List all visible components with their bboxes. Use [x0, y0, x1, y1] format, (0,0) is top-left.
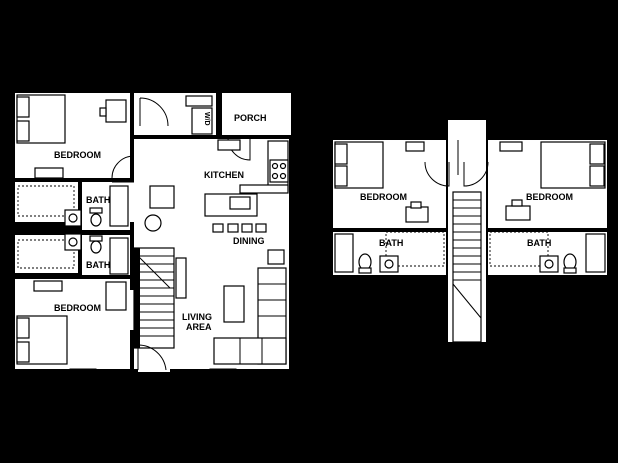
label-bath-upstairs-right: BATH — [527, 238, 551, 248]
first-floor: BEDROOM BATH BATH BEDROOM PORCH KITCHEN … — [10, 88, 295, 374]
stove — [269, 159, 289, 183]
label-porch: PORCH — [234, 113, 267, 123]
label-bedroom-upstairs-left: BEDROOM — [360, 192, 407, 202]
toilet — [90, 213, 102, 227]
label-living-1: LIVING — [182, 312, 212, 322]
staircase-upstairs — [452, 191, 482, 343]
label-bedroom-upstairs-right: BEDROOM — [526, 192, 573, 202]
coffee-table — [223, 285, 245, 323]
label-bath-upper: BATH — [86, 195, 110, 205]
fridge — [149, 185, 175, 209]
label-bedroom-upper-left: BEDROOM — [54, 150, 101, 160]
bathtub — [109, 185, 129, 227]
kitchen-sink — [229, 196, 251, 210]
label-living-2: AREA — [186, 322, 212, 332]
label-dining: DINING — [233, 236, 265, 246]
label-bedroom-lower-left: BEDROOM — [54, 303, 101, 313]
staircase — [133, 247, 175, 349]
label-bath-lower: BATH — [86, 260, 110, 270]
room-porch — [222, 93, 291, 135]
label-bath-upstairs-left: BATH — [379, 238, 403, 248]
second-floor: BEDROOM BATH BEDROOM BATH — [328, 115, 612, 348]
washer-dryer — [191, 107, 213, 135]
label-washer-dryer: W/D — [203, 112, 210, 126]
tv-stand — [175, 257, 187, 299]
label-kitchen: KITCHEN — [204, 170, 244, 180]
